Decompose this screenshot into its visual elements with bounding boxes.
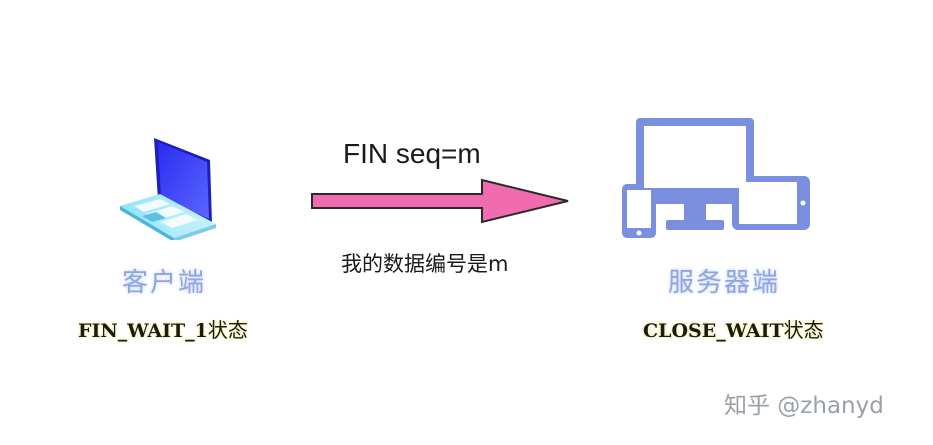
devices-icon (622, 118, 810, 238)
server-state: CLOSE_WAIT状态 (643, 314, 824, 343)
server-state-code: CLOSE_WAIT (643, 320, 784, 342)
client-state: FIN_WAIT_1状态 (78, 314, 248, 343)
packet-note: 我的数据编号是m (341, 252, 509, 276)
watermark: 知乎 @zhanyd (724, 393, 884, 419)
client-state-suffix: 状态 (207, 318, 248, 342)
laptop-icon (120, 138, 216, 240)
server-state-suffix: 状态 (783, 318, 824, 342)
server-label: 服务器端 (668, 268, 781, 298)
packet-label: FIN seq=m (343, 138, 481, 169)
client-label: 客户端 (122, 268, 207, 298)
message-arrow (311, 178, 569, 224)
client-state-code: FIN_WAIT_1 (78, 320, 208, 342)
